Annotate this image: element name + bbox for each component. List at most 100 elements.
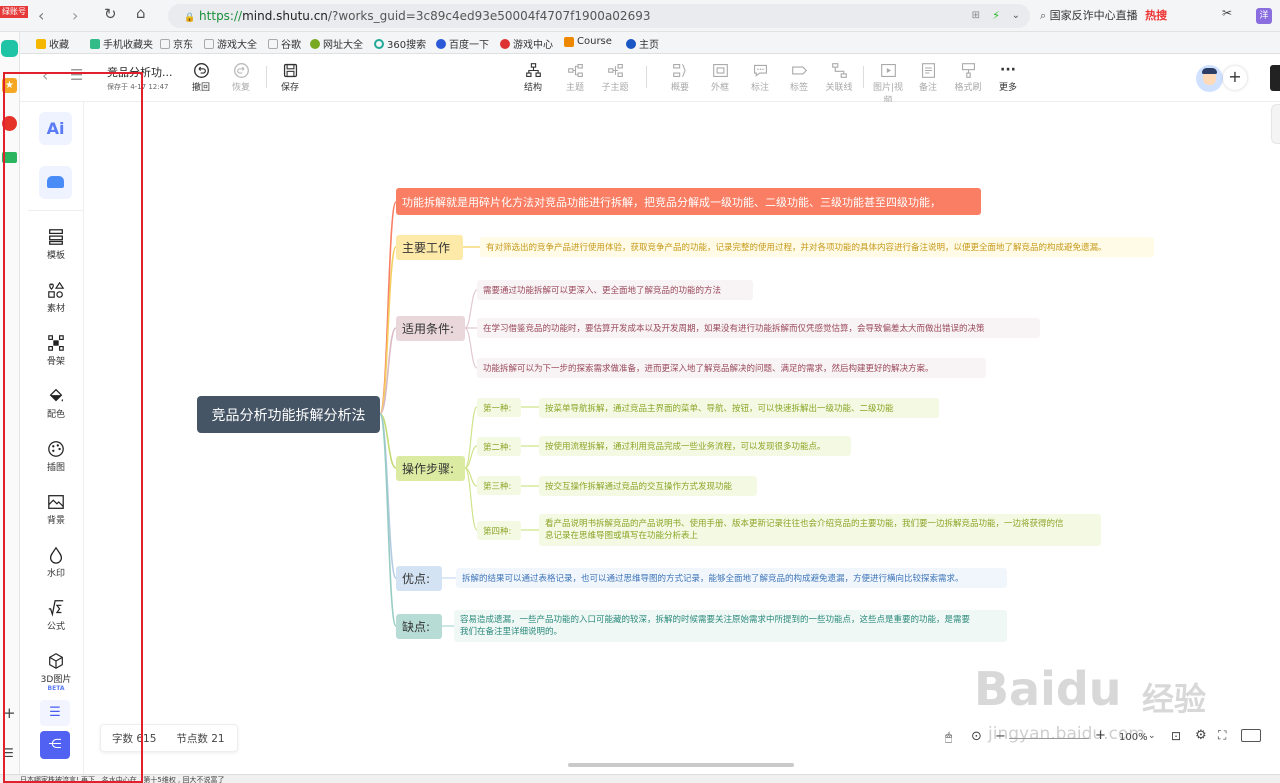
bookmark-360[interactable]: 360搜索 bbox=[374, 36, 426, 51]
step-text[interactable]: 按使用流程拆解，通过利用竞品完成一些业务流程，可以发现很多功能点。 bbox=[539, 436, 851, 456]
structure-button[interactable]: 结构 bbox=[516, 60, 550, 93]
bookmark-baidu[interactable]: 百度一下 bbox=[436, 36, 489, 51]
sidebar-item-color[interactable]: 配色 bbox=[28, 387, 84, 420]
fit-icon[interactable]: ⊡ bbox=[1171, 729, 1182, 743]
address-bar[interactable]: 🔒 https://mind.shutu.cn/?works_guid=3c89… bbox=[168, 4, 1030, 28]
image-video-button[interactable]: 图片|视频 bbox=[871, 60, 905, 106]
back-icon[interactable]: ‹ bbox=[38, 6, 45, 25]
menu-icon[interactable]: ☰ bbox=[70, 66, 84, 84]
hot-search[interactable]: 热搜 bbox=[1145, 9, 1168, 22]
bookmark-course[interactable]: Course bbox=[564, 36, 612, 47]
account-badge[interactable]: 绿账号 bbox=[0, 6, 28, 18]
home-icon[interactable]: ⌂ bbox=[136, 4, 146, 22]
back-arrow-icon[interactable]: ‹ bbox=[42, 66, 49, 85]
zoom-in-icon[interactable]: + bbox=[1095, 728, 1106, 743]
bookmark-google[interactable]: 谷歌 bbox=[268, 36, 301, 51]
main-work-detail[interactable]: 有对筛选出的竞争产品进行使用体验，获取竞争产品的功能，记录完整的使用过程，并对各… bbox=[480, 237, 1154, 257]
bookmark-jd[interactable]: 京东 bbox=[160, 36, 193, 51]
step-text[interactable]: 按菜单导航拆解，通过竞品主界面的菜单、导航、按钮，可以快速拆解出一级功能、二级功… bbox=[539, 398, 939, 418]
outline-button[interactable]: ☰ bbox=[40, 700, 70, 726]
bookmark-home[interactable]: 主页 bbox=[626, 36, 659, 51]
locate-icon[interactable]: ⊙ bbox=[971, 729, 982, 744]
branch-pros[interactable]: 优点: bbox=[396, 566, 442, 591]
summary-button[interactable]: 概要 bbox=[663, 60, 697, 93]
mouse-icon[interactable]: 🖱 bbox=[945, 730, 953, 744]
sidebar-item-skeleton[interactable]: 骨架 bbox=[28, 334, 84, 367]
reload-icon[interactable]: ↻ bbox=[104, 5, 117, 23]
fullscreen-icon[interactable]: ⛶ bbox=[1218, 728, 1227, 742]
zoom-chevron-icon[interactable]: ⌄ bbox=[1148, 731, 1156, 741]
zoom-out-icon[interactable]: − bbox=[995, 729, 1006, 744]
mail-icon[interactable] bbox=[2, 152, 17, 163]
note-button[interactable]: 备注 bbox=[911, 60, 945, 93]
sidebar-item-watermark[interactable]: 水印 bbox=[28, 546, 84, 579]
step-label[interactable]: 第二种: bbox=[477, 437, 521, 456]
horizontal-scrollbar[interactable] bbox=[568, 763, 794, 767]
bookmark-game-center[interactable]: 游戏中心 bbox=[500, 36, 553, 51]
panel-toggle[interactable] bbox=[1270, 65, 1280, 91]
bookmark-nav[interactable]: 网址大全 bbox=[310, 36, 363, 51]
mindmap-mode-button[interactable]: ⋲ bbox=[40, 731, 70, 759]
root-node[interactable]: 竞品分析功能拆解分析法 bbox=[197, 396, 380, 433]
condition-item[interactable]: 在学习借鉴竞品的功能时，要估算开发成本以及开发周期，如果没有进行功能拆解而仅凭感… bbox=[477, 318, 1040, 338]
sidebar-item-template[interactable]: 模板 bbox=[28, 228, 84, 261]
undo-button[interactable]: 撤回 bbox=[184, 60, 218, 93]
keyboard-icon[interactable] bbox=[1241, 729, 1261, 742]
right-panel-handle[interactable] bbox=[1271, 104, 1280, 144]
step-label[interactable]: 第三种: bbox=[477, 476, 521, 495]
branch-main-work[interactable]: 主要工作 bbox=[396, 235, 463, 260]
ai-button[interactable]: Ai bbox=[39, 112, 72, 145]
search-box[interactable]: ⌕ 国家反诈中心直播 热搜 bbox=[1040, 4, 1210, 28]
avatar[interactable] bbox=[1196, 65, 1223, 92]
redo-button[interactable]: 恢复 bbox=[224, 60, 258, 93]
step-text[interactable]: 按交互操作拆解通过竞品的交互操作方式发现功能 bbox=[539, 476, 757, 496]
sidebar-item-illustration[interactable]: 插图 bbox=[28, 440, 84, 473]
bookmark-mobile[interactable]: 手机收藏夹 bbox=[90, 36, 153, 51]
relation-button[interactable]: 关联线 bbox=[822, 60, 856, 93]
branch-conditions[interactable]: 适用条件: bbox=[396, 316, 465, 341]
doc-title[interactable]: 竞品分析功... bbox=[107, 66, 173, 79]
more-button[interactable]: ···更多 bbox=[991, 60, 1025, 93]
bolt-icon[interactable]: ⚡ bbox=[992, 9, 1000, 22]
tag-button[interactable]: 标签 bbox=[782, 60, 816, 93]
robot-button[interactable] bbox=[39, 166, 72, 199]
weibo-icon[interactable] bbox=[2, 116, 17, 131]
list-icon[interactable]: ☰ bbox=[3, 746, 14, 760]
annotation-button[interactable]: 标注 bbox=[743, 60, 777, 93]
zoom-value[interactable]: 100% bbox=[1119, 732, 1148, 743]
template-icon bbox=[49, 229, 63, 245]
chevron-down-icon[interactable]: ⌄ bbox=[1011, 10, 1020, 21]
frame-button[interactable]: 外框 bbox=[703, 60, 737, 93]
sidebar-item-formula[interactable]: 公式 bbox=[28, 599, 84, 632]
condition-item[interactable]: 需要通过功能拆解可以更深入、更全面地了解竞品的功能的方法 bbox=[477, 280, 753, 300]
scissors-icon[interactable]: ✂ bbox=[1222, 6, 1233, 20]
bookmark-favorites[interactable]: 收藏 bbox=[36, 36, 69, 51]
step-text[interactable]: 看产品说明书拆解竞品的产品说明书、使用手册、版本更新记录往往也会介绍竞品的主要功… bbox=[539, 514, 1101, 546]
grid-icon[interactable]: ⊞ bbox=[971, 10, 980, 21]
step-label[interactable]: 第四种: bbox=[477, 521, 521, 540]
branch-steps[interactable]: 操作步骤: bbox=[396, 456, 465, 481]
sidebar-item-material[interactable]: 素材 bbox=[28, 281, 84, 314]
gear-icon[interactable]: ⚙ bbox=[1195, 728, 1207, 743]
plus-app-icon[interactable] bbox=[1, 40, 18, 57]
intro-node[interactable]: 功能拆解就是用碎片化方法对竞品功能进行拆解，把竞品分解成一级功能、二级功能、三级… bbox=[396, 188, 981, 215]
add-collaborator-button[interactable]: + bbox=[1223, 66, 1247, 90]
subtopic-button[interactable]: 子主题 bbox=[598, 60, 632, 93]
save-button[interactable]: 保存 bbox=[273, 60, 307, 93]
cons-detail[interactable]: 容易造成遗漏，一些产品功能的入口可能藏的较深，拆解的时候需要关注原始需求中所提到… bbox=[454, 610, 1007, 642]
forward-icon[interactable]: › bbox=[72, 6, 79, 25]
branch-cons[interactable]: 缺点: bbox=[396, 614, 442, 639]
condition-item[interactable]: 功能拆解可以为下一步的探索需求做准备，进而更深入地了解竞品解决的问题、满足的需求… bbox=[477, 358, 986, 378]
bookmark-games[interactable]: 游戏大全 bbox=[204, 36, 257, 51]
format-brush-button[interactable]: 格式刷 bbox=[951, 60, 985, 93]
user-badge[interactable]: 洋 bbox=[1256, 8, 1272, 24]
zoom-slider[interactable] bbox=[1009, 738, 1089, 739]
sidebar-item-background[interactable]: 背景 bbox=[28, 493, 84, 526]
mindmap-canvas[interactable]: 竞品分析功能拆解分析法 功能拆解就是用碎片化方法对竞品功能进行拆解，把竞品分解成… bbox=[84, 102, 1280, 774]
star-app-icon[interactable]: ★ bbox=[2, 78, 17, 93]
pros-detail[interactable]: 拆解的结果可以通过表格记录，也可以通过思维导图的方式记录，能够全面地了解竞品的构… bbox=[456, 568, 1007, 588]
step-label[interactable]: 第一种: bbox=[477, 398, 521, 417]
topic-button[interactable]: 主题 bbox=[558, 60, 592, 93]
add-icon[interactable]: + bbox=[3, 704, 16, 722]
